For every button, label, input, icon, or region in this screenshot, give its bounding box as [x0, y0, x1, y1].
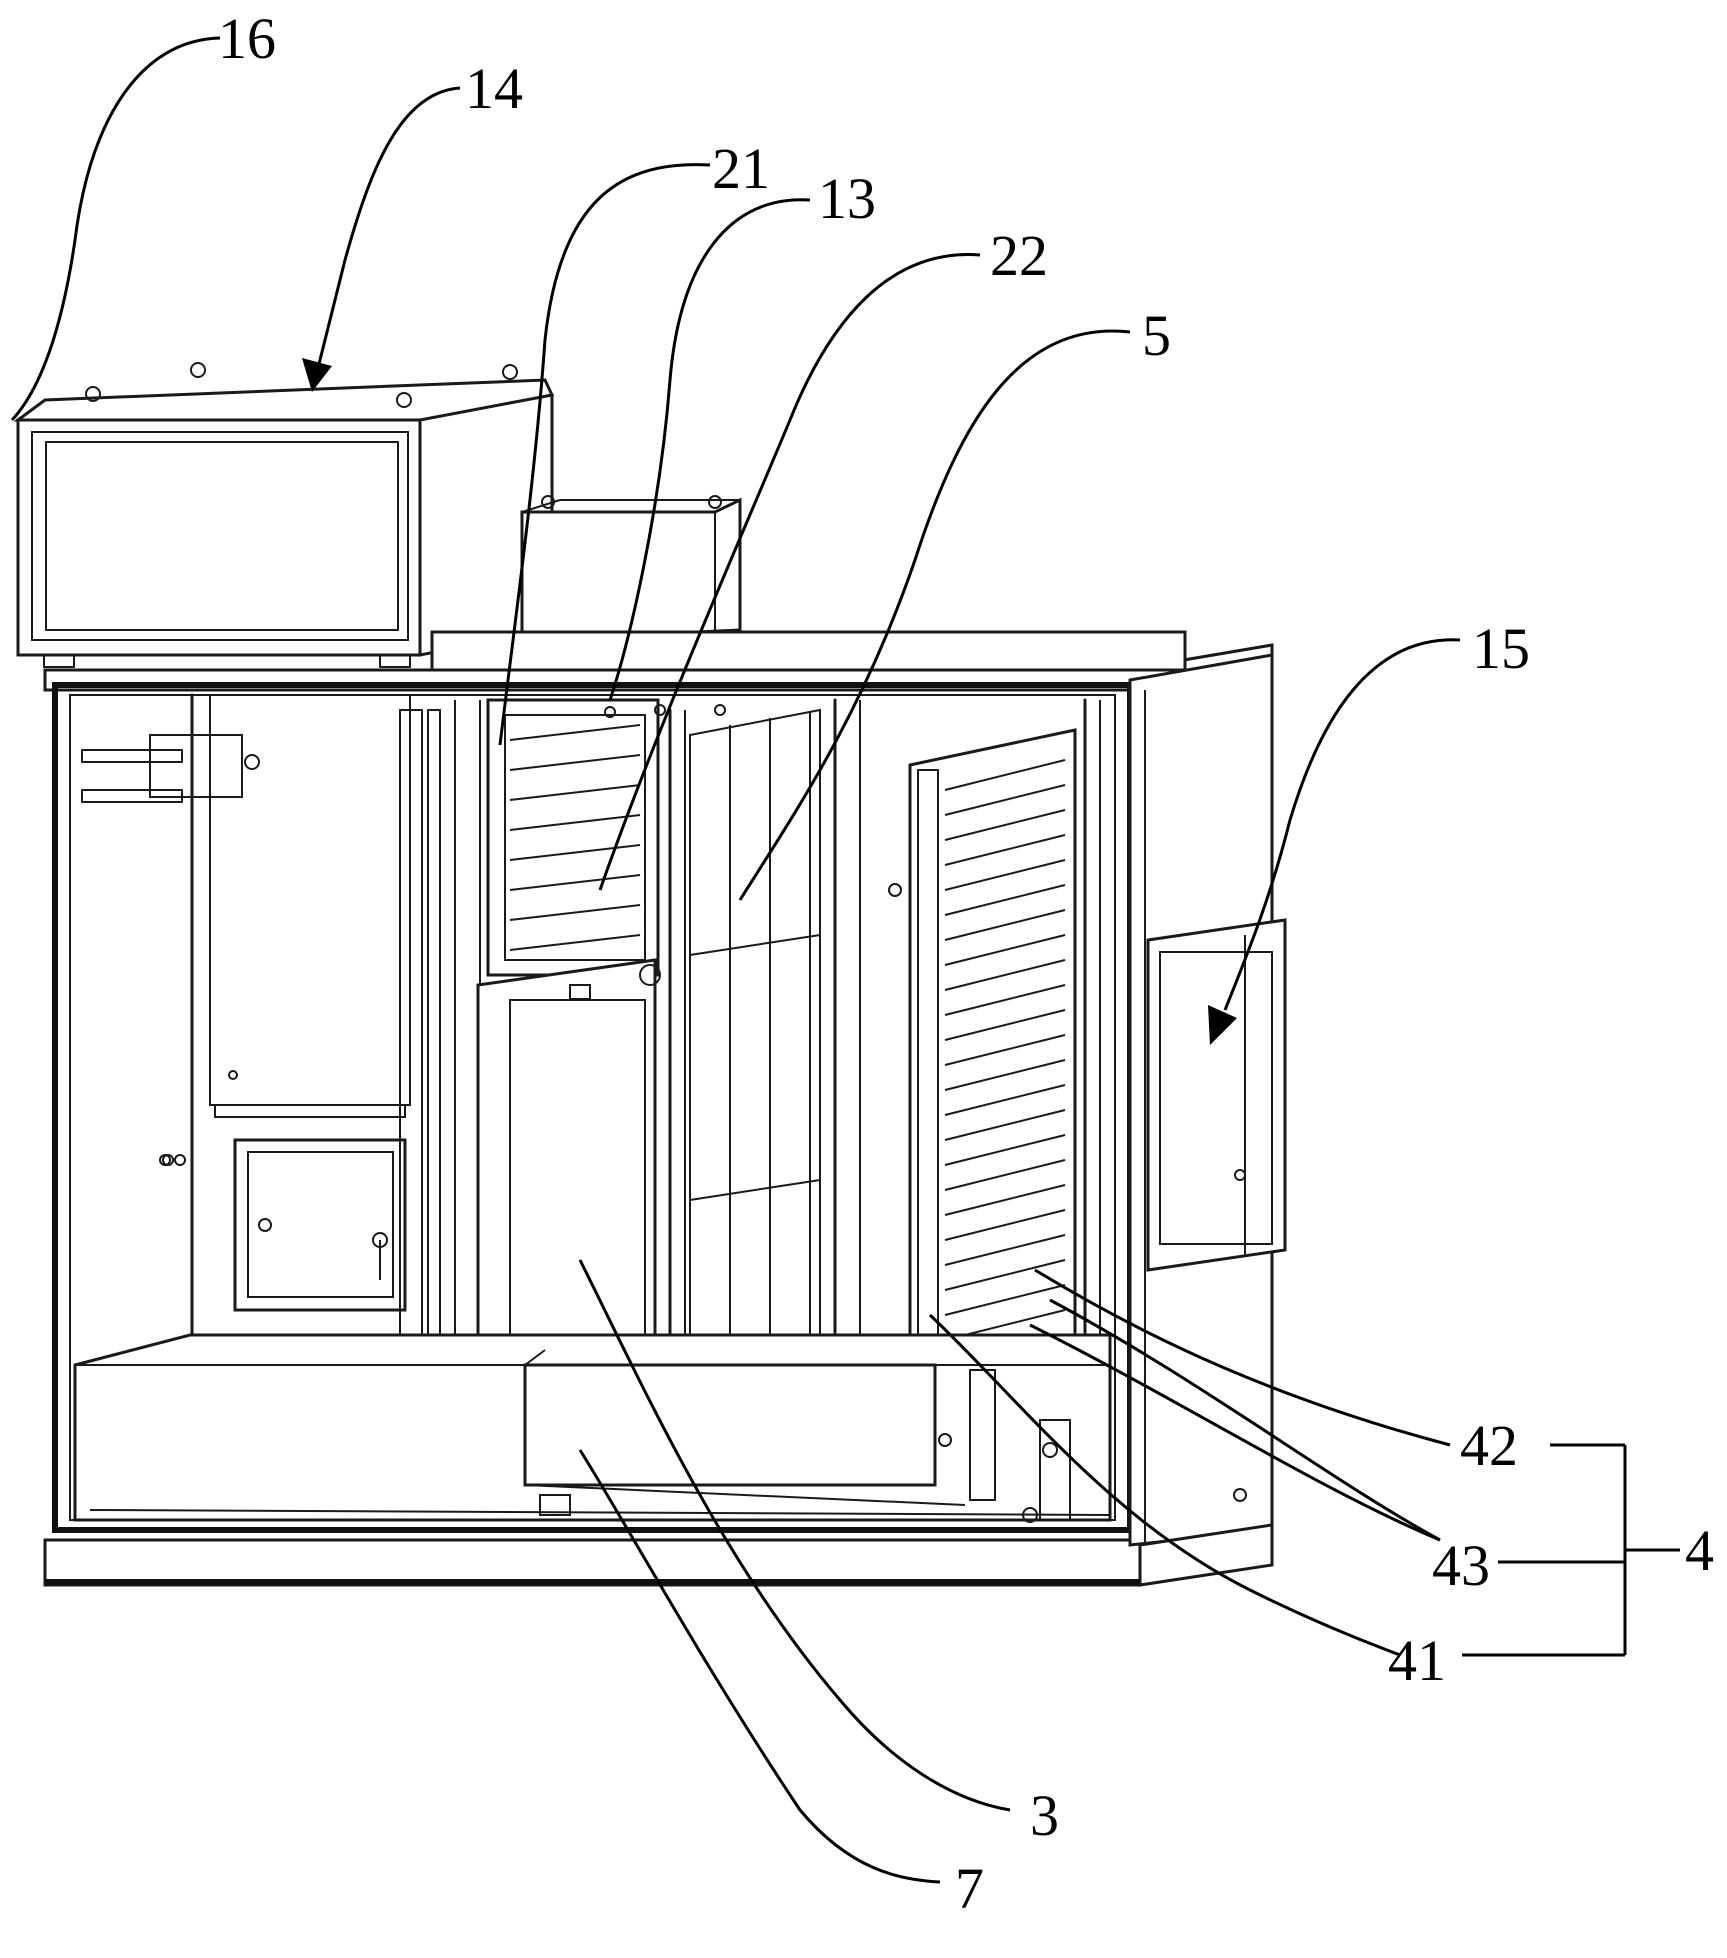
label-14: 14: [465, 56, 523, 121]
label-15: 15: [1472, 616, 1530, 681]
callout-labels: 16 14 21 13 22 5 15 42 43 41 4 3 7: [218, 6, 1714, 1921]
chimney: [520, 495, 742, 642]
label-5: 5: [1142, 303, 1171, 368]
label-3: 3: [1030, 1783, 1059, 1848]
label-41: 41: [1388, 1628, 1446, 1693]
label-43: 43: [1432, 1533, 1490, 1598]
label-42: 42: [1460, 1413, 1518, 1478]
label-4: 4: [1685, 1518, 1714, 1583]
label-7: 7: [955, 1856, 984, 1921]
label-13: 13: [818, 166, 876, 231]
leader-lines: [10, 36, 1680, 1884]
cabinet-body: [43, 630, 1287, 1587]
top-box: [13, 362, 555, 668]
label-16: 16: [218, 6, 276, 71]
label-21: 21: [712, 136, 770, 201]
label-22: 22: [990, 223, 1048, 288]
